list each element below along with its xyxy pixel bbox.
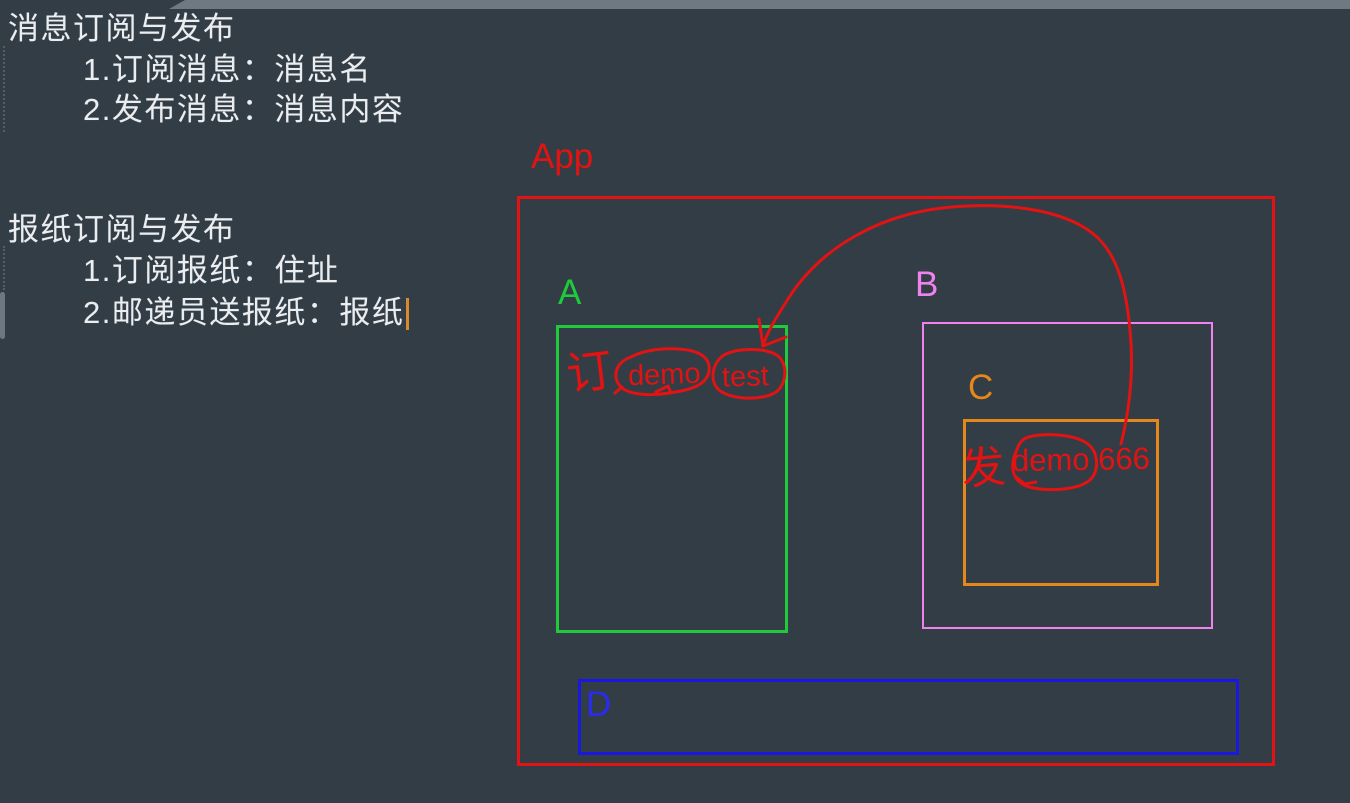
component-c-label: C <box>968 368 994 407</box>
component-d-box <box>578 679 1239 755</box>
component-a-label: A <box>558 273 582 312</box>
note-item-subscribe: 1.订阅消息：消息名 <box>83 52 372 87</box>
component-b-label: B <box>915 265 939 304</box>
note-item-publish: 2.发布消息：消息内容 <box>83 92 405 127</box>
indent-guide <box>3 246 5 290</box>
handwritten-test-text: test <box>721 360 770 394</box>
component-a-box <box>556 325 788 633</box>
handwritten-subscribe-char: 订 <box>563 343 616 401</box>
window-top-edge <box>169 0 1350 9</box>
note-item-deliver-paper-text: 2.邮递员送报纸：报纸 <box>83 295 405 330</box>
text-cursor <box>406 298 410 330</box>
note-item-deliver-paper[interactable]: 2.邮递员送报纸：报纸 <box>83 294 410 332</box>
indent-guide <box>3 46 5 132</box>
scrollbar-thumb[interactable] <box>0 292 5 339</box>
note-title-newspaper: 报纸订阅与发布 <box>8 212 236 247</box>
handwritten-demo666-text: demo 666 <box>1011 440 1151 479</box>
handwritten-demo-text: demo <box>627 357 702 393</box>
component-d-label: D <box>586 685 612 724</box>
note-item-subscribe-paper: 1.订阅报纸：住址 <box>83 253 340 288</box>
note-title-message: 消息订阅与发布 <box>8 11 236 46</box>
app-box-label: App <box>531 137 594 176</box>
app-box <box>517 196 1275 766</box>
handwritten-publish-char: 发 <box>959 442 1008 495</box>
